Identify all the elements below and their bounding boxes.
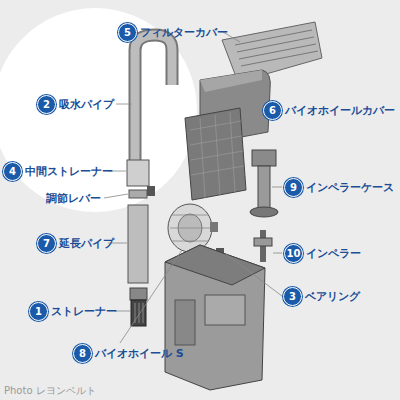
callout: 6バイオホイールカバー [263,101,395,120]
callout: 10インペラー [284,244,361,263]
callout-number: 5 [118,23,137,42]
callout-number: 3 [283,287,302,306]
part-name: インペラー [306,246,361,261]
callout: 1ストレーナー [29,302,117,321]
callout: 5フィルターカバー [118,23,228,42]
callout-number: 4 [3,162,22,181]
part-name: フィルターカバー [140,25,228,40]
callout-number: 7 [37,234,56,253]
callout-number: 8 [73,344,92,363]
part-name: インペラーケース [306,180,394,195]
callout: 4中間ストレーナー [3,162,113,181]
callout-number: 2 [37,95,56,114]
callout-number: 9 [284,178,303,197]
callout: 8バイオホイール S [73,344,184,363]
callout-number: 6 [263,101,282,120]
part-name: 吸水パイプ [59,97,114,112]
watermark: Photo レヨンベルト [4,384,96,398]
callout-number: 1 [29,302,48,321]
callout: 2吸水パイプ [37,95,114,114]
callout: 7延長パイプ [37,234,114,253]
part-name: ベアリング [305,289,360,304]
callout: 9インペラーケース [284,178,394,197]
callout-number: 10 [284,244,303,263]
part-name: ストレーナー [51,304,117,319]
callout: 3ベアリング [283,287,360,306]
part-name: バイオホイールカバー [285,103,395,118]
part-name: 延長パイプ [59,236,114,251]
part-name: 調節レバー [46,191,101,206]
part-name: 中間ストレーナー [25,164,113,179]
part-name: バイオホイール S [95,346,184,361]
